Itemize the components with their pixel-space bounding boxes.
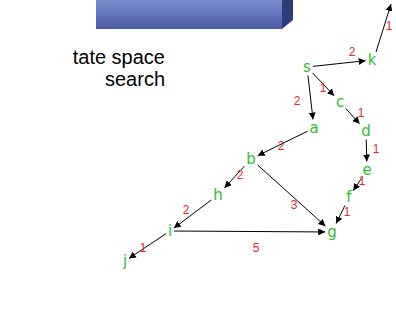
weighted-arrow	[129, 234, 166, 259]
edge-weight: 2	[183, 204, 190, 216]
state-node: s	[302, 60, 312, 75]
edge-weight: 1	[359, 175, 366, 187]
edge-weight: 1	[344, 206, 351, 218]
state-node: g	[326, 225, 338, 240]
state-node: d	[360, 124, 372, 139]
weighted-arrow	[313, 73, 335, 96]
state-letter: a	[309, 119, 318, 137]
state-letter: c	[336, 93, 344, 111]
box-front	[96, 0, 282, 29]
state-letter: b	[246, 150, 256, 168]
edge-weight: 5	[253, 242, 260, 254]
weighted-arrow	[313, 61, 366, 67]
state-letter: j	[123, 252, 127, 270]
edge-weight: 2	[237, 169, 244, 181]
edge-weight: 1	[320, 82, 327, 94]
state-node: c	[335, 95, 345, 110]
edge-weight: 1	[373, 143, 380, 155]
weighted-arrow	[366, 140, 368, 162]
edge-weight: 1	[140, 242, 147, 254]
edge-weight: 1	[358, 107, 365, 119]
state-node: k	[367, 53, 378, 68]
weighted-arrow	[336, 205, 345, 223]
edge-weight: 3	[291, 199, 298, 211]
edge-weight: 2	[349, 46, 356, 58]
state-letter: s	[303, 58, 311, 76]
weighted-arrow	[224, 166, 244, 188]
weighted-arrow	[258, 131, 308, 156]
weighted-arrow	[308, 75, 313, 119]
state-node: i	[167, 224, 173, 239]
edge-weight: 2	[294, 95, 301, 107]
weighted-arrow	[346, 108, 360, 123]
state-letter: d	[361, 122, 371, 140]
state-node: a	[308, 121, 319, 136]
edge-weight: 1	[386, 20, 393, 32]
weighted-arrow	[258, 165, 326, 226]
state-node: b	[245, 152, 257, 167]
diagram-title: tate space search	[40, 46, 165, 90]
box-side	[282, 0, 293, 29]
weighted-arrow	[174, 231, 325, 233]
state-node: f	[345, 190, 352, 205]
weighted-arrow	[174, 200, 212, 228]
state-letter: i	[168, 222, 172, 240]
state-letter: h	[213, 186, 223, 204]
state-letter: g	[327, 223, 337, 241]
state-letter: f	[346, 188, 351, 206]
state-node: j	[122, 254, 128, 269]
state-letter: k	[368, 51, 377, 69]
state-node: h	[212, 188, 224, 203]
edge-weight: 2	[278, 140, 285, 152]
